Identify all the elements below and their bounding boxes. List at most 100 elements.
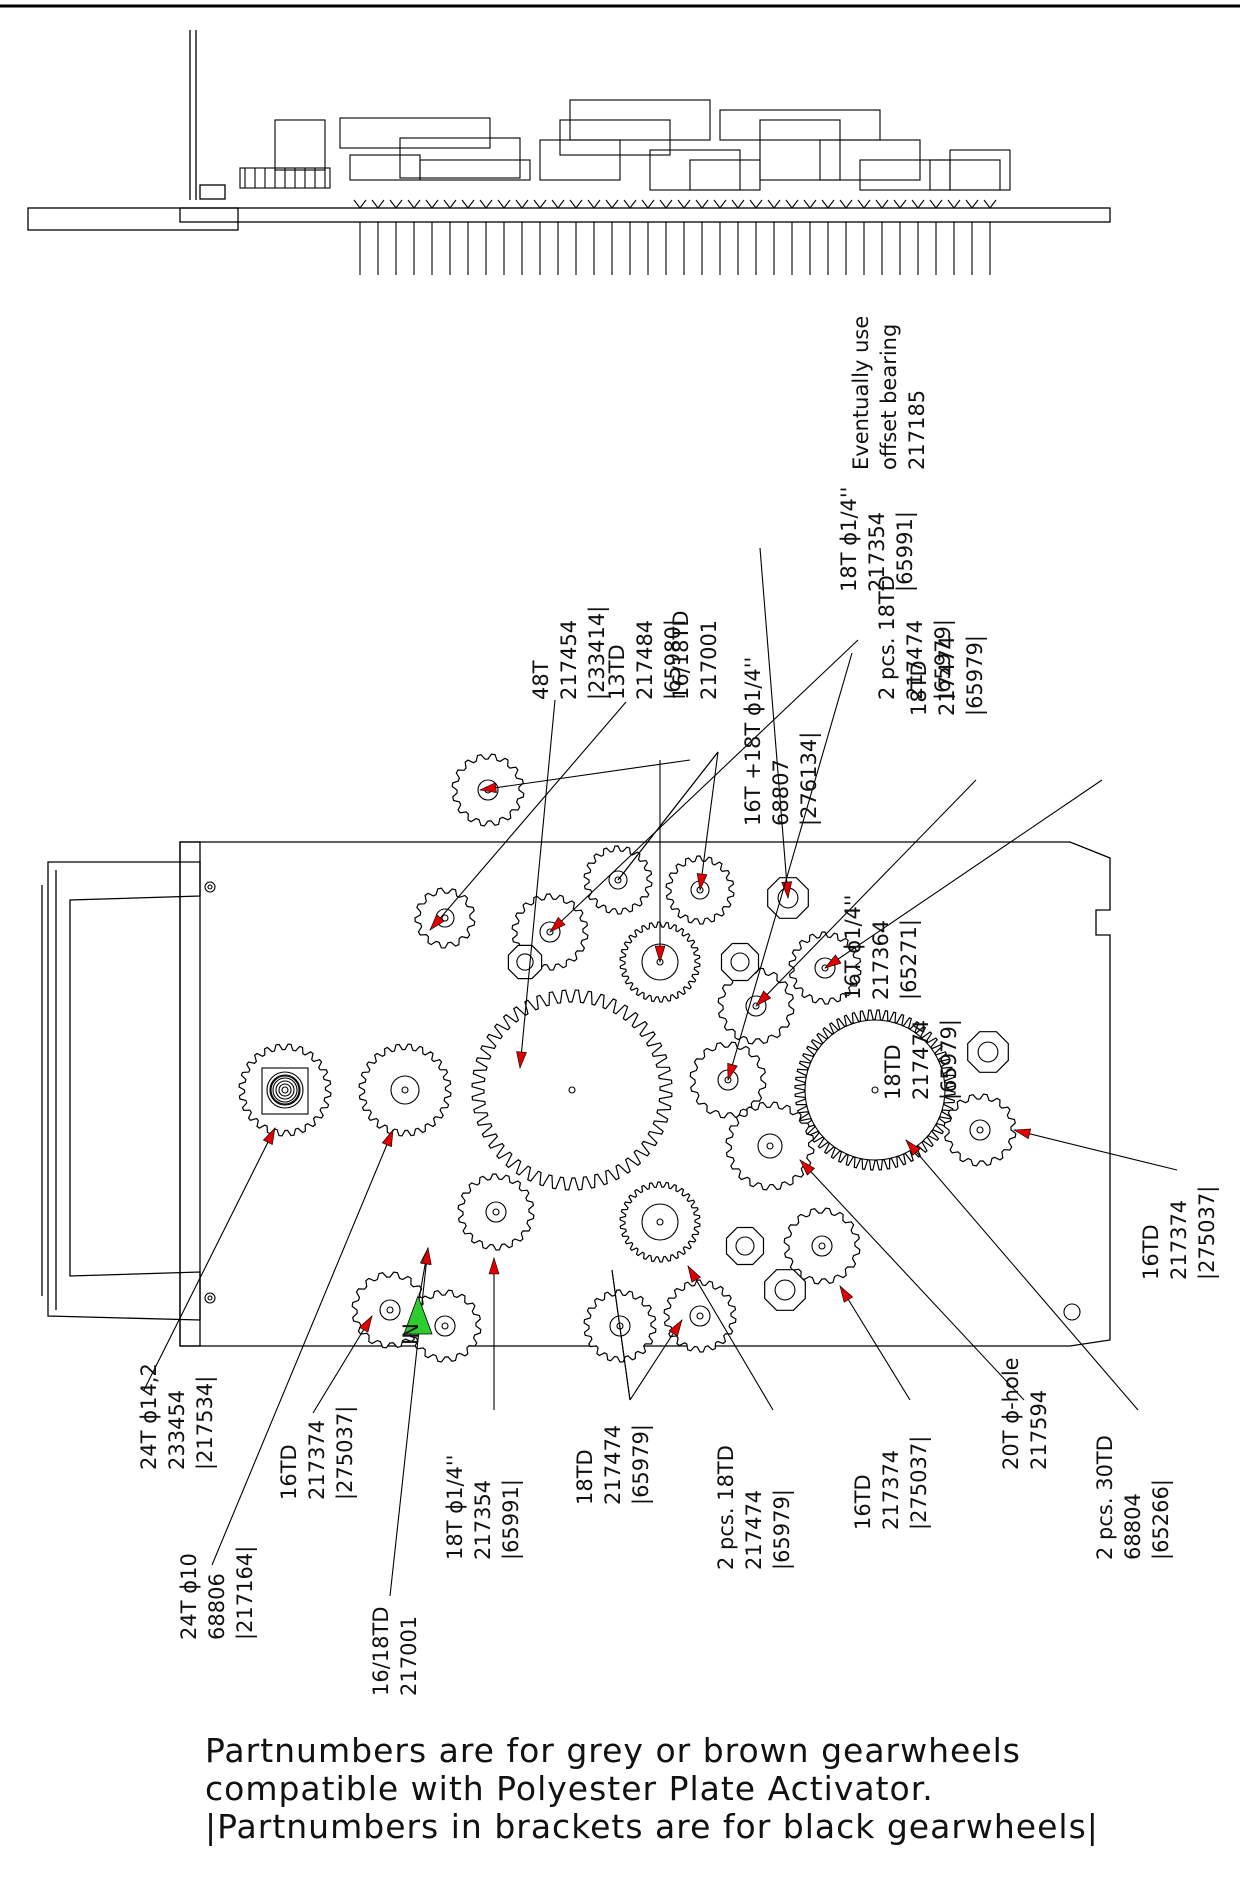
label-g16a: 16T ϕ1/4''217364|65271|: [841, 895, 922, 1000]
arrow-head: [905, 1139, 921, 1156]
arrow-head: [727, 1062, 738, 1081]
leader-g2x18b: [687, 1265, 774, 1411]
arrow-head: [429, 914, 445, 931]
label-line: |275037|: [1195, 1186, 1220, 1280]
leader-g2x18: [654, 760, 666, 964]
label-line: |233414|: [585, 606, 610, 700]
bearing-b: [967, 1031, 1009, 1073]
label-line: |65991|: [893, 511, 918, 592]
label-line: 18T ϕ1/4'': [443, 1455, 467, 1560]
label-line: Eventually use: [849, 316, 873, 470]
label-line: 217474: [742, 1490, 766, 1570]
label-line: |65979|: [931, 619, 956, 700]
label-line: 217364: [869, 920, 893, 1000]
arrow-head: [755, 990, 772, 1007]
label-line: 68807: [769, 759, 793, 826]
leader-g16b: [312, 1315, 373, 1414]
arrow-head: [358, 1315, 373, 1333]
leader-g16a: [755, 779, 977, 1007]
label-line: 217185: [905, 390, 929, 470]
leader-g18d: [488, 1256, 500, 1410]
gear-24t-14-2: [238, 1043, 332, 1137]
arrow-head: [696, 873, 708, 891]
gear-18td-bottom-b: [663, 1279, 737, 1353]
arrow-head: [549, 916, 566, 933]
label-line: |65991|: [499, 1479, 524, 1560]
gear-20t-hole: [725, 1101, 815, 1191]
label-line: offset bearing: [877, 324, 901, 470]
arrow-head: [839, 1285, 854, 1303]
label-line: 18TD: [881, 1044, 905, 1100]
arrow-head: [654, 945, 666, 964]
bearing-a: [720, 942, 760, 982]
plan-view: [41, 753, 1111, 1363]
gear-13td: [414, 887, 476, 949]
label-line: 217354: [865, 512, 889, 592]
arrow-head: [687, 1265, 701, 1283]
footnote: Partnumbers are for grey or brown gearwh…: [205, 1731, 1099, 1846]
label-line: |65979|: [629, 1424, 654, 1505]
label-gin: IN: [399, 1323, 423, 1345]
leader-g18c: [824, 779, 1103, 969]
note-line-3: |Partnumbers in brackets are for black g…: [205, 1807, 1099, 1846]
label-line: 13TD: [605, 644, 629, 700]
label-line: |65979|: [937, 1019, 962, 1100]
side-elevation-view: [27, 30, 1111, 275]
leader-lines: [143, 547, 1178, 1597]
gear-16td-right: [943, 1093, 1017, 1167]
leader-g16r: [1013, 1128, 1178, 1171]
label-line: 2 pcs. 18TD: [875, 575, 899, 700]
label-line: 16/18TD: [369, 1606, 393, 1696]
label-line: 20T ϕ-hole: [999, 1357, 1023, 1470]
bearing-c: [507, 944, 543, 980]
label-line: 217474: [601, 1425, 625, 1505]
label-line: |276134|: [797, 732, 822, 826]
label-line: 217474: [935, 636, 959, 716]
leader-g18e: [611, 1269, 683, 1401]
leader-g16c: [839, 1285, 911, 1401]
label-line: 16/18TD: [669, 610, 693, 700]
note-line-1: Partnumbers are for grey or brown gearwh…: [205, 1731, 1021, 1770]
label-line: 217374: [305, 1420, 329, 1500]
label-line: 16T +18T ϕ1/4'': [741, 657, 765, 826]
label-line: IN: [399, 1323, 423, 1345]
input-arrow-icon: [403, 1294, 433, 1335]
label-line: |65271|: [897, 919, 922, 1000]
label-line: 16TD: [1139, 1224, 1163, 1280]
label-line: 217001: [697, 620, 721, 700]
label-line: 217474: [909, 1020, 933, 1100]
label-line: 24T ϕ14,2: [137, 1363, 161, 1470]
label-line: 68806: [205, 1573, 229, 1640]
arrow-head: [479, 782, 497, 794]
leader-g13: [429, 701, 627, 931]
label-line: |65979|: [963, 635, 988, 716]
label-line: 217454: [557, 620, 581, 700]
leader-g1618T: [727, 652, 853, 1081]
label-line: |275037|: [333, 1406, 358, 1500]
label-line: 18T ϕ1/4'': [837, 487, 861, 592]
label-line: 217374: [1167, 1200, 1191, 1280]
label-g18d: 18T ϕ1/4''217354|65991|: [443, 1455, 524, 1560]
arrow-head: [381, 1129, 394, 1148]
label-line: |65980|: [661, 619, 686, 700]
label-line: |65979|: [770, 1489, 795, 1570]
label-line: 16T ϕ1/4'': [841, 895, 865, 1000]
leader-g30: [905, 1139, 1139, 1411]
label-line: 16TD: [277, 1444, 301, 1500]
arrow-head: [488, 1256, 500, 1275]
label-line: 217374: [879, 1450, 903, 1530]
label-line: 2 pcs. 18TD: [714, 1445, 738, 1570]
label-g18a: 18T ϕ1/4''217354|65991|: [837, 487, 918, 592]
label-line: 217001: [397, 1616, 421, 1696]
